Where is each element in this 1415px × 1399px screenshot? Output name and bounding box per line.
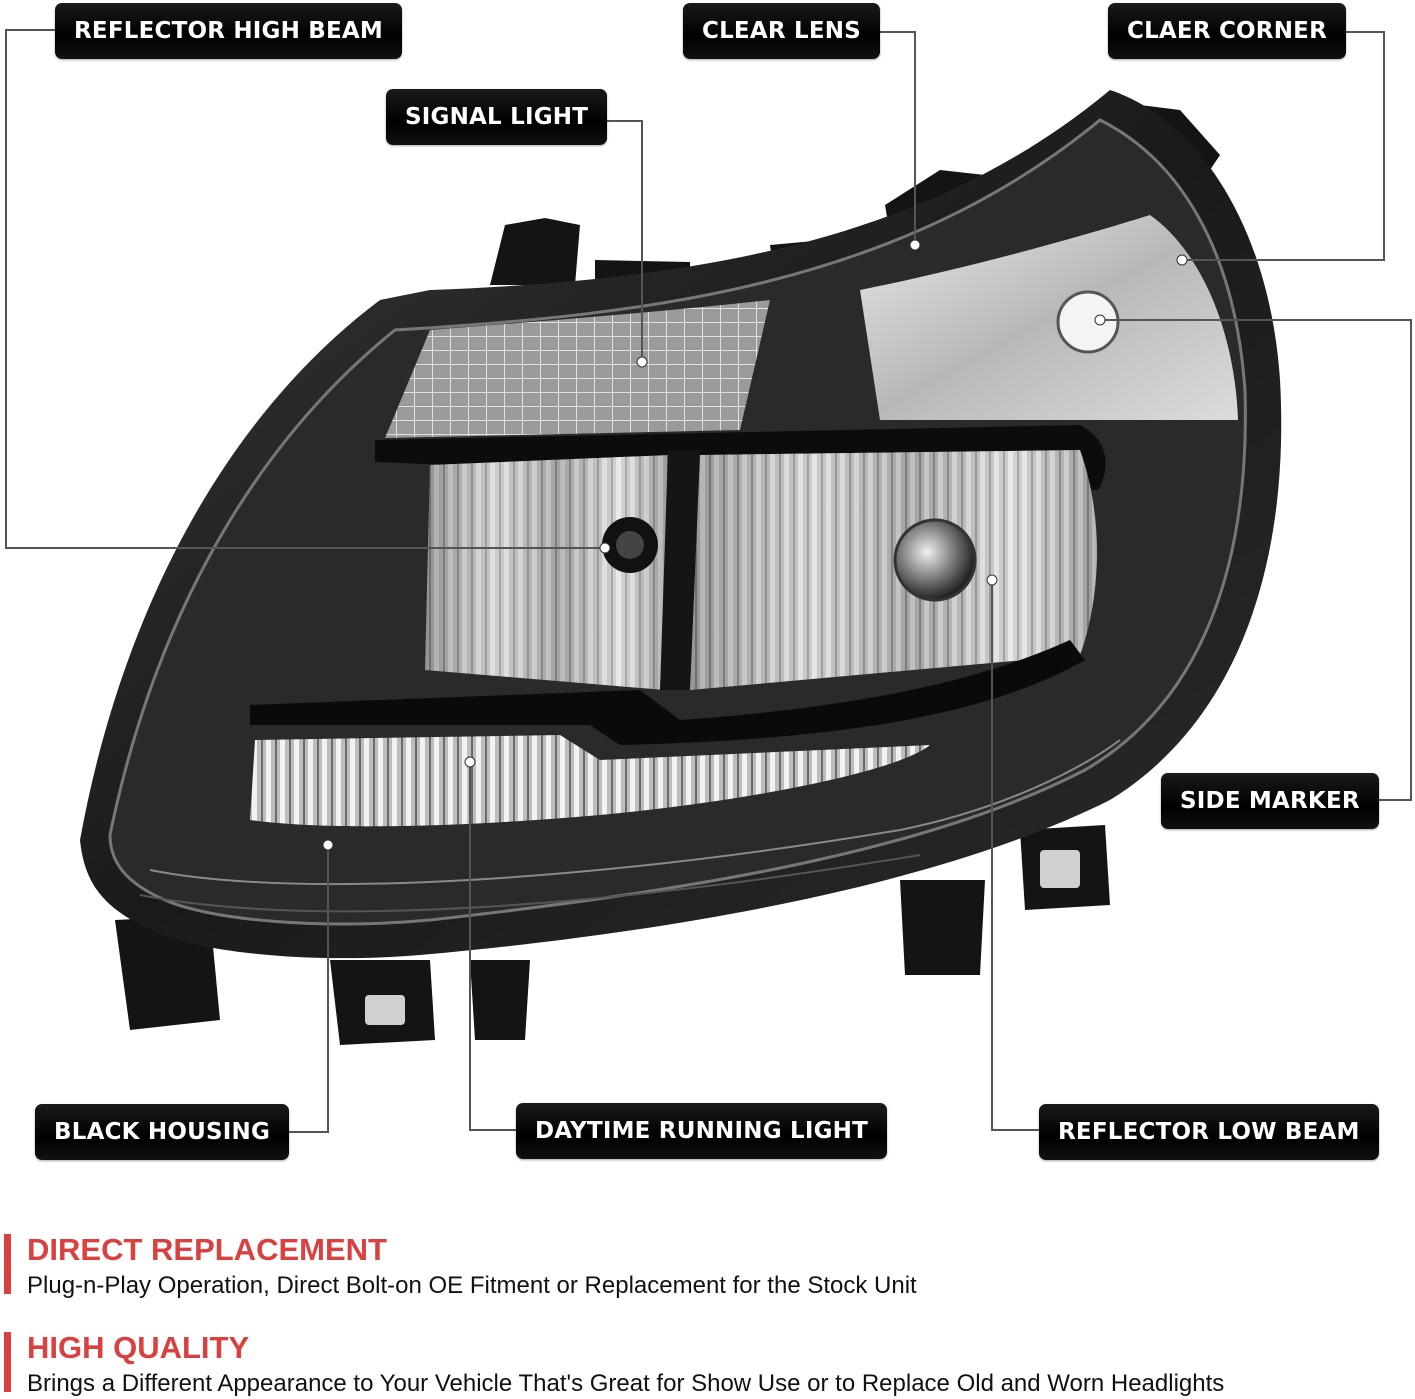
reflector-high-beam-label: REFLECTOR HIGH BEAM [55,3,403,59]
reflector-low-beam-label: REFLECTOR LOW BEAM [1039,1104,1379,1160]
feature-title: DIRECT REPLACEMENT [27,1232,387,1267]
feature-text: Plug-n-Play Operation, Direct Bolt-on OE… [27,1272,917,1299]
drl-shape [250,735,930,827]
feature-text: Brings a Different Appearance to Your Ve… [27,1370,1225,1397]
corner-light-shape [860,215,1238,420]
signal-light-shape [385,300,770,438]
leader-lines [5,29,1412,1133]
callout-dots [322,239,1188,851]
headlight-image [5,29,1412,1133]
feature-high-quality: HIGH QUALITY Brings a Different Appearan… [0,1330,1415,1399]
accent-bar [4,1332,11,1392]
signal-light-label: SIGNAL LIGHT [386,89,608,145]
feature-title: HIGH QUALITY [27,1330,250,1365]
clear-lens-label: CLEAR LENS [683,3,880,59]
claer-corner-label: CLAER CORNER [1108,3,1346,59]
black-housing-label: BLACK HOUSING [35,1104,290,1160]
accent-bar [4,1234,11,1294]
side-marker-label: SIDE MARKER [1161,773,1379,829]
feature-direct-replacement: DIRECT REPLACEMENT Plug-n-Play Operation… [0,1232,1415,1312]
daytime-running-light-label: DAYTIME RUNNING LIGHT [516,1103,888,1159]
